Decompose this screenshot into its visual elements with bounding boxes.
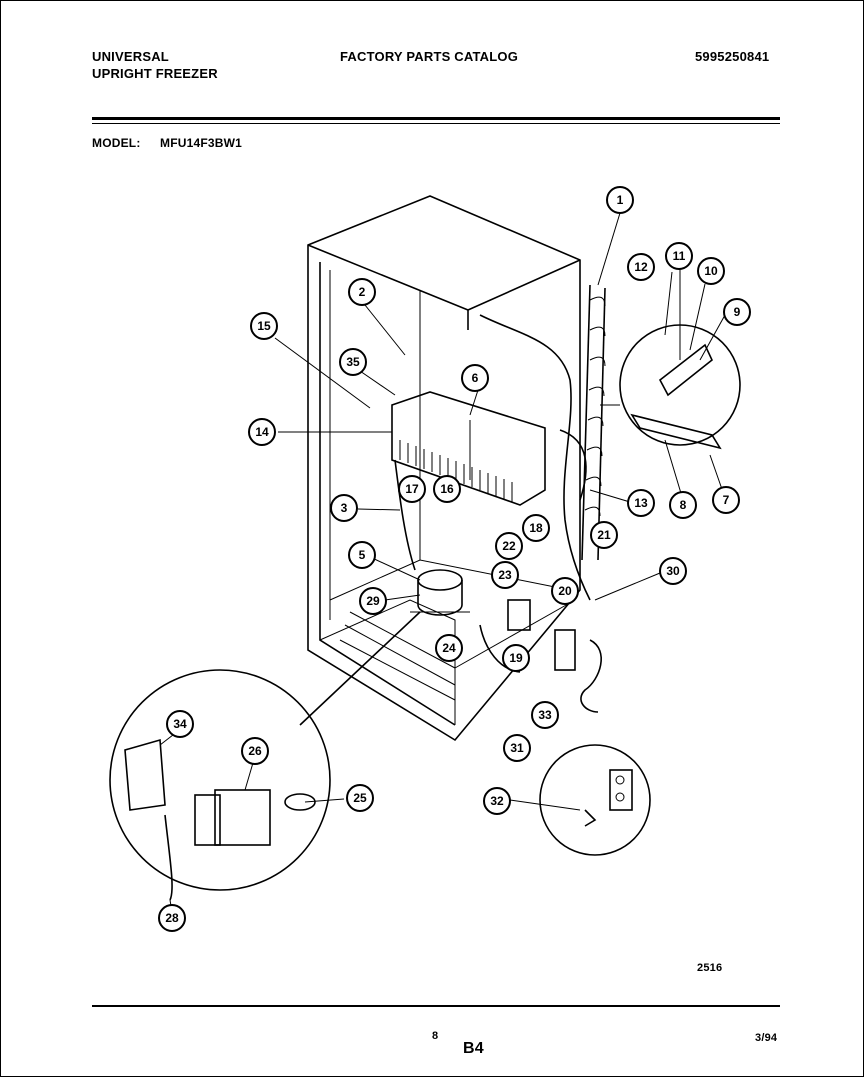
svg-text:33: 33 [538, 708, 552, 722]
callout-30: 30 [659, 557, 687, 585]
page-number: 8 [432, 1030, 439, 1042]
svg-text:12: 12 [634, 260, 648, 274]
svg-text:14: 14 [255, 425, 269, 439]
svg-text:24: 24 [442, 641, 456, 655]
compressor [410, 569, 470, 616]
callout-31: 31 [503, 734, 531, 762]
svg-text:16: 16 [440, 482, 454, 496]
detail-circle-compressor-parts [109, 611, 421, 901]
callout-8: 8 [669, 491, 697, 519]
callout-2: 2 [348, 278, 376, 306]
callout-20: 20 [551, 577, 579, 605]
svg-text:17: 17 [405, 482, 419, 496]
callout-35: 35 [339, 348, 367, 376]
header-rule-thin [92, 123, 780, 124]
svg-text:23: 23 [498, 568, 512, 582]
svg-text:30: 30 [666, 564, 680, 578]
callout-16: 16 [433, 475, 461, 503]
detail-circle-shelf-bracket [600, 324, 741, 450]
leader-lines [159, 212, 726, 913]
svg-text:35: 35 [346, 355, 360, 369]
svg-text:25: 25 [353, 791, 367, 805]
callout-26: 26 [241, 737, 269, 765]
svg-text:31: 31 [510, 741, 524, 755]
catalog-date: 3/94 [755, 1032, 778, 1044]
catalog-number: 5995250841 [695, 49, 770, 64]
footer-rule [92, 1005, 780, 1007]
model-label: MODEL: [92, 136, 141, 150]
callout-6: 6 [461, 364, 489, 392]
freezer-cabinet [307, 195, 581, 742]
header-rule-thick [92, 117, 780, 120]
brand-label: UNIVERSAL [92, 49, 169, 64]
callout-13: 13 [627, 489, 655, 517]
drawing-number: 2516 [697, 962, 723, 974]
svg-text:18: 18 [529, 521, 543, 535]
callout-11: 11 [665, 242, 693, 270]
callout-24: 24 [435, 634, 463, 662]
product-label: UPRIGHT FREEZER [92, 66, 218, 81]
svg-text:21: 21 [597, 528, 611, 542]
callout-15: 15 [250, 312, 278, 340]
callout-33: 33 [531, 701, 559, 729]
condenser-coil [581, 284, 606, 561]
relay-bracket [507, 599, 576, 671]
callout-18: 18 [522, 514, 550, 542]
detail-circle-outlet [539, 744, 651, 856]
svg-text:9: 9 [734, 305, 741, 319]
callout-5: 5 [348, 541, 376, 569]
svg-text:22: 22 [502, 539, 516, 553]
svg-text:26: 26 [248, 744, 262, 758]
svg-text:15: 15 [257, 319, 271, 333]
svg-text:29: 29 [366, 594, 380, 608]
callout-34: 34 [166, 710, 194, 738]
svg-text:32: 32 [490, 794, 504, 808]
svg-text:19: 19 [509, 651, 523, 665]
callout-25: 25 [346, 784, 374, 812]
callout-17: 17 [398, 475, 426, 503]
catalog-title: FACTORY PARTS CATALOG [340, 49, 519, 64]
svg-text:10: 10 [704, 264, 718, 278]
svg-text:3: 3 [341, 501, 348, 515]
svg-text:1: 1 [617, 193, 624, 207]
svg-text:13: 13 [634, 496, 648, 510]
callout-19: 19 [502, 644, 530, 672]
callout-22: 22 [495, 532, 523, 560]
wiring [394, 314, 602, 713]
callout-1: 1 [606, 186, 634, 214]
svg-text:7: 7 [723, 493, 730, 507]
svg-text:8: 8 [680, 498, 687, 512]
callout-28: 28 [158, 904, 186, 932]
svg-text:2: 2 [359, 285, 366, 299]
svg-text:28: 28 [165, 911, 179, 925]
svg-text:20: 20 [558, 584, 572, 598]
callout-32: 32 [483, 787, 511, 815]
svg-text:5: 5 [359, 548, 366, 562]
svg-text:11: 11 [673, 249, 686, 263]
callout-12: 12 [627, 253, 655, 281]
callout-14: 14 [248, 418, 276, 446]
section-code: B4 [463, 1040, 484, 1057]
evaporator-assembly [391, 391, 546, 506]
callout-29: 29 [359, 587, 387, 615]
callout-21: 21 [590, 521, 618, 549]
model-value: MFU14F3BW1 [160, 136, 243, 150]
callout-10: 10 [697, 257, 725, 285]
callout-9: 9 [723, 298, 751, 326]
svg-text:34: 34 [173, 717, 187, 731]
callout-7: 7 [712, 486, 740, 514]
callout-3: 3 [330, 494, 358, 522]
svg-text:6: 6 [472, 371, 479, 385]
callout-23: 23 [491, 561, 519, 589]
